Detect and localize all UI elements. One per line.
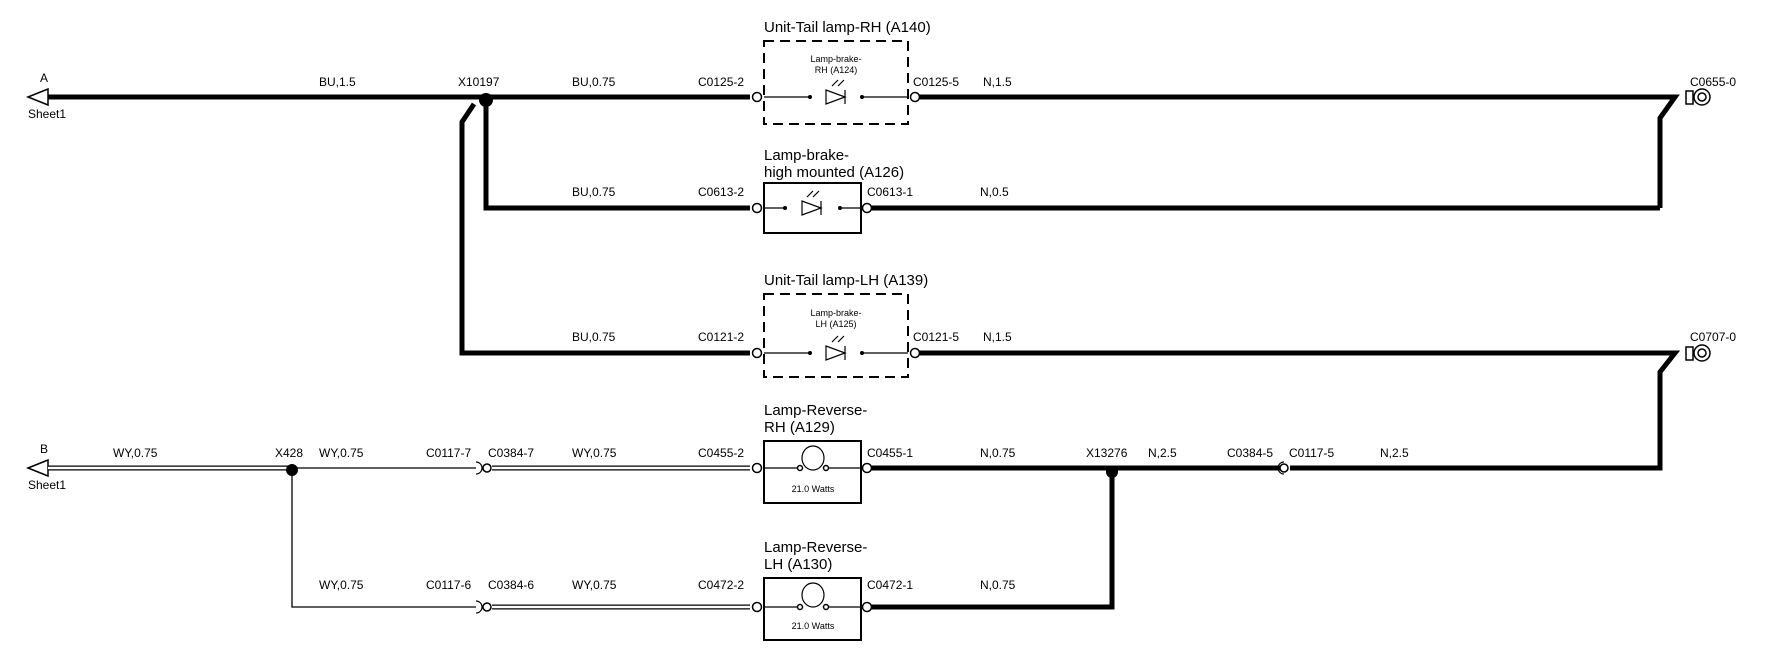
splice-x10197 <box>479 93 493 107</box>
connector-label: C0613-2 <box>698 185 744 199</box>
wire-label: BU,0.75 <box>572 75 616 89</box>
splice-x428 <box>286 464 298 476</box>
component-brake-high-mounted[interactable] <box>763 182 862 234</box>
offpage-a-letter: A <box>40 71 48 85</box>
connector-label: C0121-2 <box>698 330 744 344</box>
brake-high-title-1: Lamp-brake- <box>764 147 849 164</box>
connector-c0655-0[interactable] <box>1685 88 1711 106</box>
connector-c0472-1[interactable] <box>861 601 873 613</box>
wire-label: WY,0.75 <box>319 446 364 460</box>
tail-lh-inner-2: LH (A125) <box>815 319 856 329</box>
connector-label: C0121-5 <box>913 330 959 344</box>
connector-label: C0455-2 <box>698 446 744 460</box>
wire-label: BU,0.75 <box>572 185 616 199</box>
connector-label: C0117-7 <box>426 446 471 460</box>
wire-label: BU,1.5 <box>319 75 356 89</box>
wire-label: N,0.75 <box>980 578 1016 592</box>
led-icon <box>801 190 823 216</box>
connector-c0455-1[interactable] <box>861 462 873 474</box>
wire-label: N,2.5 <box>1148 446 1177 460</box>
bulb-icon <box>801 582 825 608</box>
connector-c0472-2[interactable] <box>751 601 763 613</box>
wire-label: N,1.5 <box>983 330 1012 344</box>
wire-label: N,2.5 <box>1380 446 1409 460</box>
connector-c0384-5-c0117-5[interactable] <box>1277 461 1289 475</box>
component-tail-lamp-lh[interactable] <box>763 293 909 378</box>
connector-label: C0125-2 <box>698 75 744 89</box>
offpage-connector-a[interactable]: A Sheet1 <box>25 71 66 121</box>
connector-c0117-7-c0384-7[interactable] <box>475 461 492 475</box>
connector-c0121-5[interactable] <box>909 347 921 359</box>
bulb-icon <box>801 445 825 471</box>
connector-c0121-2[interactable] <box>751 347 763 359</box>
wire-label: N,1.5 <box>983 75 1012 89</box>
connector-label: C0117-6 <box>426 578 471 592</box>
wire-label: WY,0.75 <box>572 578 617 592</box>
reverse-rh-title-2: RH (A129) <box>764 419 835 436</box>
offpage-b-letter: B <box>40 442 48 456</box>
connector-label: C0117-5 <box>1289 446 1334 460</box>
wire-c0472-to-x13276[interactable] <box>867 472 1115 610</box>
wire-x428-lower[interactable] <box>291 468 476 608</box>
connector-c0125-5[interactable] <box>909 91 921 103</box>
reverse-lh-watts: 21.0 Watts <box>792 621 835 631</box>
wire-high-mounted-in[interactable] <box>483 97 750 211</box>
led-icon <box>825 335 847 361</box>
offpage-b-sheet: Sheet1 <box>28 478 66 492</box>
wire-label: N,0.75 <box>980 446 1016 460</box>
connector-label: C0384-7 <box>488 446 534 460</box>
brake-high-title-2: high mounted (A126) <box>764 164 904 181</box>
connector-label: C0613-1 <box>867 185 913 199</box>
splice-label: X10197 <box>458 75 500 89</box>
tail-rh-inner-1: Lamp-brake- <box>810 54 861 64</box>
connector-label: C0455-1 <box>867 446 913 460</box>
connector-c0125-2[interactable] <box>751 91 763 103</box>
connector-c0707-0[interactable] <box>1685 344 1711 362</box>
tail-rh-inner-2: RH (A124) <box>815 65 858 75</box>
component-reverse-lamp-rh[interactable]: 21.0 Watts <box>763 440 862 504</box>
wire-label: WY,0.75 <box>113 446 158 460</box>
connector-c0117-6-c0384-6[interactable] <box>475 600 492 614</box>
reverse-rh-watts: 21.0 Watts <box>792 484 835 494</box>
offpage-a-sheet: Sheet1 <box>28 107 66 121</box>
connector-label: C0125-5 <box>913 75 959 89</box>
connector-c0613-1[interactable] <box>861 202 873 214</box>
connector-c0613-2[interactable] <box>751 202 763 214</box>
tail-lh-title: Unit-Tail lamp-LH (A139) <box>764 272 928 289</box>
splice-label: X428 <box>275 446 303 460</box>
tail-lh-inner-1: Lamp-brake- <box>810 308 861 318</box>
wire-label: BU,0.75 <box>572 330 616 344</box>
wire-lh-out[interactable] <box>915 350 1681 471</box>
component-reverse-lamp-lh[interactable]: 21.0 Watts <box>763 577 862 641</box>
reverse-rh-title-1: Lamp-Reverse- <box>764 402 867 419</box>
connector-c0455-2[interactable] <box>751 462 763 474</box>
tail-rh-title: Unit-Tail lamp-RH (A140) <box>764 19 931 36</box>
connector-label: C0384-6 <box>488 578 534 592</box>
wire-lh-in[interactable] <box>459 102 750 356</box>
led-icon <box>825 79 847 105</box>
connector-label: C0707-0 <box>1690 330 1736 344</box>
connector-label: C0655-0 <box>1690 75 1736 89</box>
component-tail-lamp-rh[interactable] <box>763 40 909 125</box>
reverse-lh-title-1: Lamp-Reverse- <box>764 539 867 556</box>
splice-x13276 <box>1106 466 1118 478</box>
wire-label: WY,0.75 <box>572 446 617 460</box>
wire-rh-out[interactable] <box>915 94 1680 208</box>
wire-label: N,0.5 <box>980 185 1009 199</box>
connector-label: C0472-2 <box>698 578 744 592</box>
splice-label: X13276 <box>1086 446 1128 460</box>
connector-label: C0472-1 <box>867 578 913 592</box>
reverse-lh-title-2: LH (A130) <box>764 556 832 573</box>
wire-label: WY,0.75 <box>319 578 364 592</box>
connector-label: C0384-5 <box>1227 446 1273 460</box>
